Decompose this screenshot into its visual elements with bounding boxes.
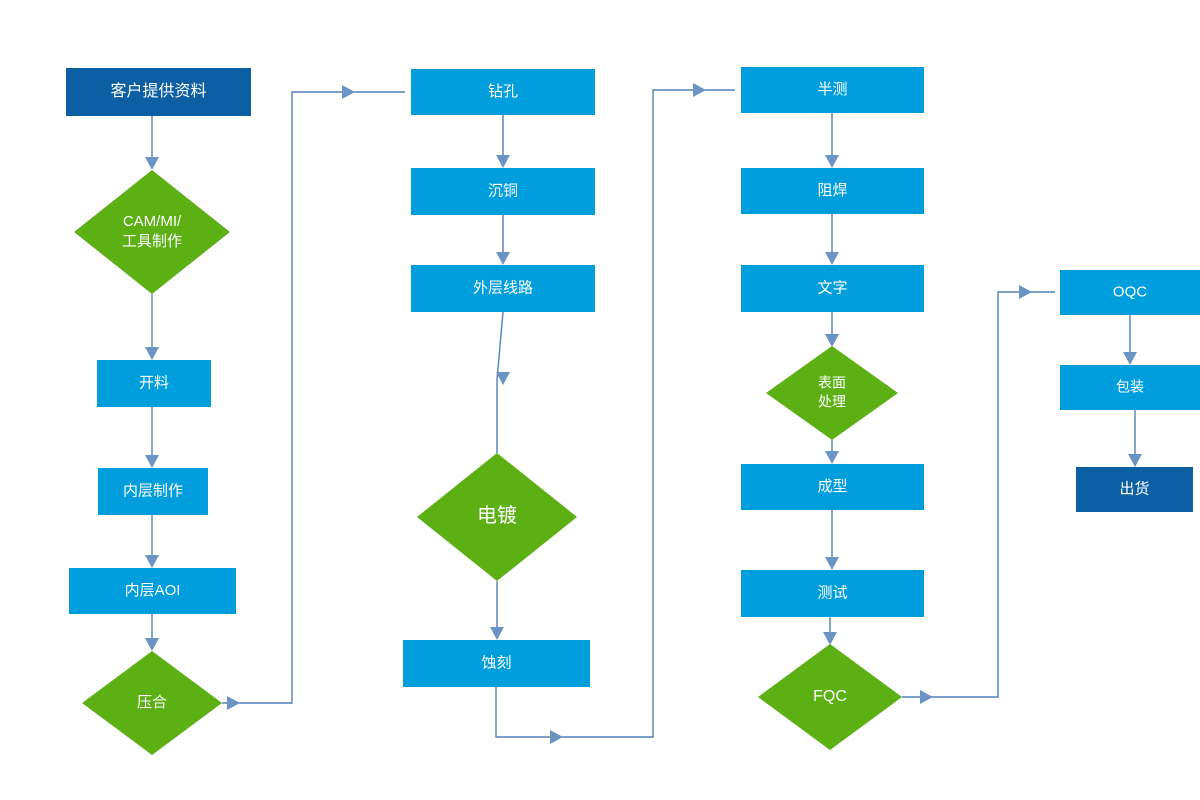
arrow-head-icon	[145, 347, 159, 360]
connector-n14-to-n15	[825, 312, 839, 347]
connector-n2-to-n3	[145, 294, 159, 360]
node-rect[interactable]	[741, 67, 924, 113]
connector-n4-to-n5	[145, 515, 159, 568]
arrow-head-icon	[1019, 285, 1032, 299]
node-rect[interactable]	[98, 468, 208, 515]
node-rect[interactable]	[411, 168, 595, 215]
connector-path	[902, 291, 1055, 698]
node-rect[interactable]	[1060, 365, 1200, 410]
arrow-head-icon	[825, 155, 839, 168]
flow-node-n7[interactable]: 钻孔	[411, 69, 595, 115]
arrow-head-icon	[496, 252, 510, 265]
connector-n5-to-n6	[145, 614, 159, 651]
flow-node-n9[interactable]: 外层线路	[411, 265, 595, 312]
flow-node-n15[interactable]: 表面处理	[766, 346, 898, 440]
flow-node-n18[interactable]: FQC	[758, 644, 902, 750]
arrow-head-icon	[145, 555, 159, 568]
connector-n3-to-n4	[145, 407, 159, 468]
flow-node-n11[interactable]: 蚀刻	[403, 640, 590, 687]
arrow-head-icon	[825, 451, 839, 464]
arrow-head-icon	[825, 252, 839, 265]
arrow-head-icon	[693, 83, 706, 97]
arrow-head-icon	[145, 455, 159, 468]
flow-node-n12[interactable]: 半测	[741, 67, 924, 113]
arrow-head-icon	[496, 372, 510, 385]
flow-node-n1[interactable]: 客户提供资料	[66, 68, 251, 116]
node-rect[interactable]	[1060, 270, 1200, 315]
node-rect[interactable]	[69, 568, 236, 614]
arrow-head-icon	[342, 85, 355, 99]
flow-node-n6[interactable]: 压合	[82, 651, 222, 755]
node-diamond[interactable]	[758, 644, 902, 750]
node-rect[interactable]	[403, 640, 590, 687]
flow-node-n2[interactable]: CAM/MI/工具制作	[74, 170, 230, 294]
flow-node-n16[interactable]: 成型	[741, 464, 924, 510]
flow-node-n14[interactable]: 文字	[741, 265, 924, 312]
connector-n11-to-n12	[495, 83, 735, 744]
node-diamond[interactable]	[74, 170, 230, 294]
flow-node-n19[interactable]: OQC	[1060, 270, 1200, 315]
node-rect[interactable]	[97, 360, 211, 407]
arrow-head-icon	[145, 638, 159, 651]
connector-n1-to-n2	[145, 116, 159, 170]
node-diamond[interactable]	[417, 453, 577, 581]
arrow-head-icon	[825, 334, 839, 347]
arrow-head-icon	[823, 632, 837, 645]
node-rect[interactable]	[741, 464, 924, 510]
connector-n17-to-n18	[823, 617, 837, 645]
node-rect[interactable]	[66, 68, 251, 116]
node-rect[interactable]	[741, 570, 924, 617]
connector-path	[496, 311, 504, 453]
connector-n20-to-n21	[1128, 410, 1142, 467]
flow-node-n3[interactable]: 开料	[97, 360, 211, 407]
arrow-head-icon	[1123, 352, 1137, 365]
flow-node-n21[interactable]: 出货	[1076, 467, 1193, 512]
flow-node-n17[interactable]: 测试	[741, 570, 924, 617]
node-rect[interactable]	[411, 265, 595, 312]
flow-node-n8[interactable]: 沉铜	[411, 168, 595, 215]
node-rect[interactable]	[411, 69, 595, 115]
node-rect[interactable]	[1076, 467, 1193, 512]
arrow-head-icon	[920, 690, 933, 704]
connector-n8-to-n9	[496, 215, 510, 265]
node-diamond[interactable]	[82, 651, 222, 755]
flow-node-n20[interactable]: 包装	[1060, 365, 1200, 410]
connector-n7-to-n8	[496, 115, 510, 168]
arrow-head-icon	[550, 730, 563, 744]
flow-node-n5[interactable]: 内层AOI	[69, 568, 236, 614]
flow-node-n13[interactable]: 阻焊	[741, 168, 924, 214]
connector-n9-to-n10	[496, 311, 510, 453]
connector-path	[495, 89, 735, 738]
arrow-head-icon	[490, 627, 504, 640]
connector-path	[222, 91, 405, 704]
arrow-head-icon	[825, 557, 839, 570]
arrow-head-icon	[496, 155, 510, 168]
connector-n6-to-n7	[222, 85, 405, 710]
node-rect[interactable]	[741, 265, 924, 312]
connector-n18-to-n19	[902, 285, 1055, 704]
arrow-head-icon	[1128, 454, 1142, 467]
arrow-head-icon	[145, 157, 159, 170]
connector-n15-to-n16	[825, 440, 839, 464]
connector-n19-to-n20	[1123, 315, 1137, 365]
connector-n13-to-n14	[825, 214, 839, 265]
flow-node-n10[interactable]: 电镀	[417, 453, 577, 581]
connectors-layer	[145, 83, 1142, 744]
connector-n10-to-n11	[490, 581, 504, 640]
connector-n12-to-n13	[825, 113, 839, 168]
connector-n16-to-n17	[825, 510, 839, 570]
node-diamond[interactable]	[766, 346, 898, 440]
node-rect[interactable]	[741, 168, 924, 214]
arrow-head-icon	[227, 696, 240, 710]
flow-node-n4[interactable]: 内层制作	[98, 468, 208, 515]
